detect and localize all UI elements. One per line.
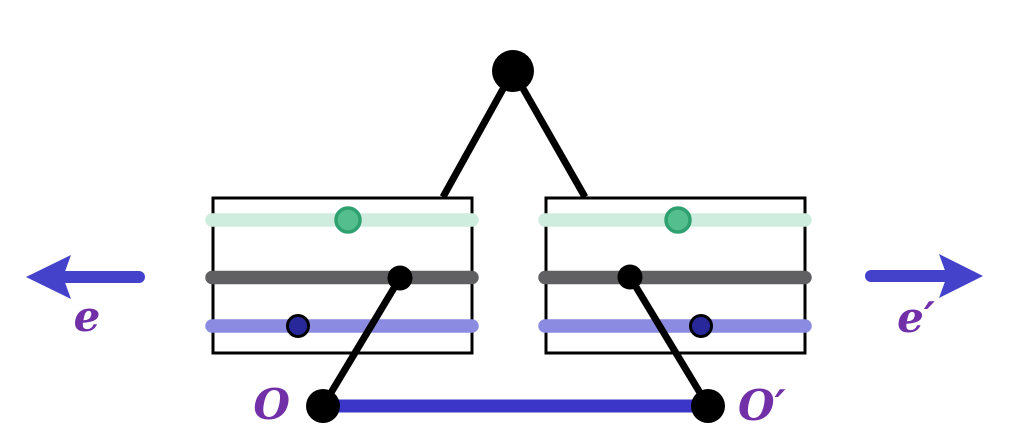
label-e-right: e′	[897, 293, 935, 342]
right-upper-band-point	[664, 206, 692, 234]
apex-right-leg	[509, 69, 589, 199]
label-o-left: O	[253, 380, 290, 429]
left-arrow	[26, 255, 145, 299]
right-lower-band-point	[689, 314, 713, 338]
left-upper-band-point	[334, 206, 362, 234]
left-middle-band-point	[387, 265, 413, 291]
right-connector-line	[627, 275, 711, 408]
left-lower-band-point	[286, 314, 310, 338]
right-middle-band-point	[617, 264, 643, 290]
label-e-left: e	[74, 292, 101, 341]
label-o-right: O′	[738, 381, 786, 430]
base-node-right	[691, 389, 725, 423]
apex-node	[492, 50, 534, 92]
right-arrow-head-icon	[939, 254, 983, 298]
apex-left-leg	[439, 69, 517, 199]
base-node-left	[306, 389, 340, 423]
right-arrow	[865, 254, 983, 298]
left-connector-line	[320, 276, 403, 408]
left-arrow-head-icon	[26, 255, 71, 299]
